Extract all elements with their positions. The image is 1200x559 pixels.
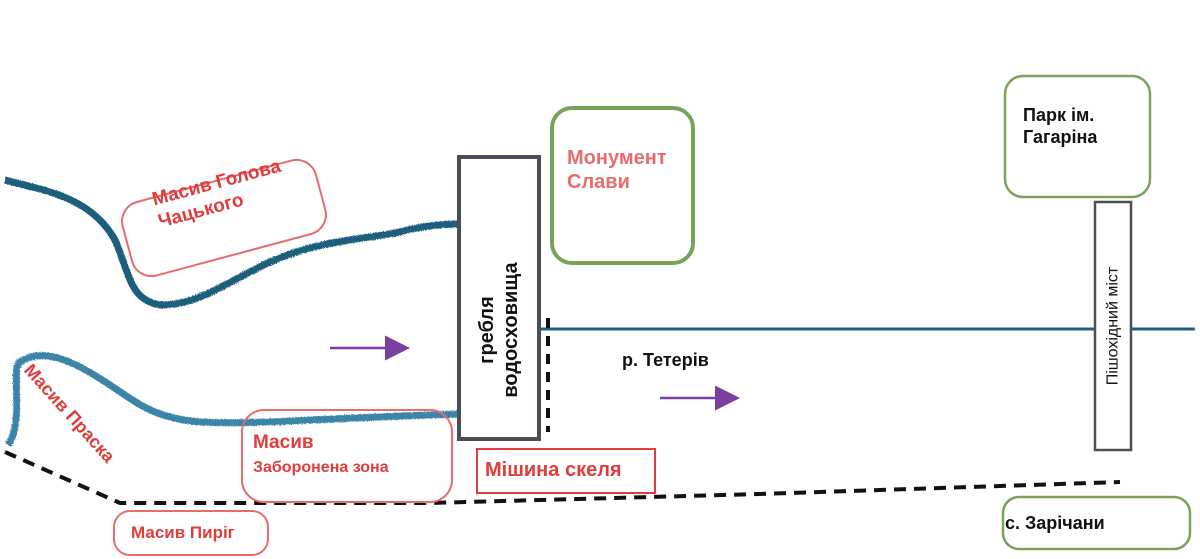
monument-label: Монумент Слави bbox=[567, 147, 667, 193]
bridge-label: Пішохідний міст bbox=[1104, 266, 1122, 386]
mishyna-box bbox=[476, 448, 656, 494]
mishyna-label: Мішина скеля bbox=[485, 459, 622, 481]
pyrig-label: Масив Пиріг bbox=[131, 523, 235, 542]
river-label: р. Тетерів bbox=[622, 350, 709, 370]
zaboronena-sublabel: Заборонена зона bbox=[253, 459, 389, 476]
zarichany-label: с. Зарічани bbox=[1005, 513, 1105, 533]
river-bank-lower-left bbox=[4, 352, 463, 447]
river-bank-upper-left bbox=[4, 176, 463, 309]
zarichany-box bbox=[1001, 495, 1192, 551]
bridge-box bbox=[1093, 200, 1133, 452]
river-bank-upper-right bbox=[539, 324, 1196, 334]
monument-box bbox=[550, 106, 695, 265]
holova-box bbox=[121, 158, 327, 278]
pyrig-box bbox=[113, 510, 269, 556]
dam-label: гребля водосховища bbox=[476, 262, 522, 398]
park-box bbox=[1003, 74, 1152, 199]
zaboronena-box bbox=[241, 409, 453, 503]
boundary-dashed-line bbox=[4, 450, 1121, 505]
zaboronena-label: Масив bbox=[253, 432, 314, 453]
park-label: Парк ім. Гагаріна bbox=[1023, 105, 1098, 147]
dam-box bbox=[457, 155, 541, 441]
